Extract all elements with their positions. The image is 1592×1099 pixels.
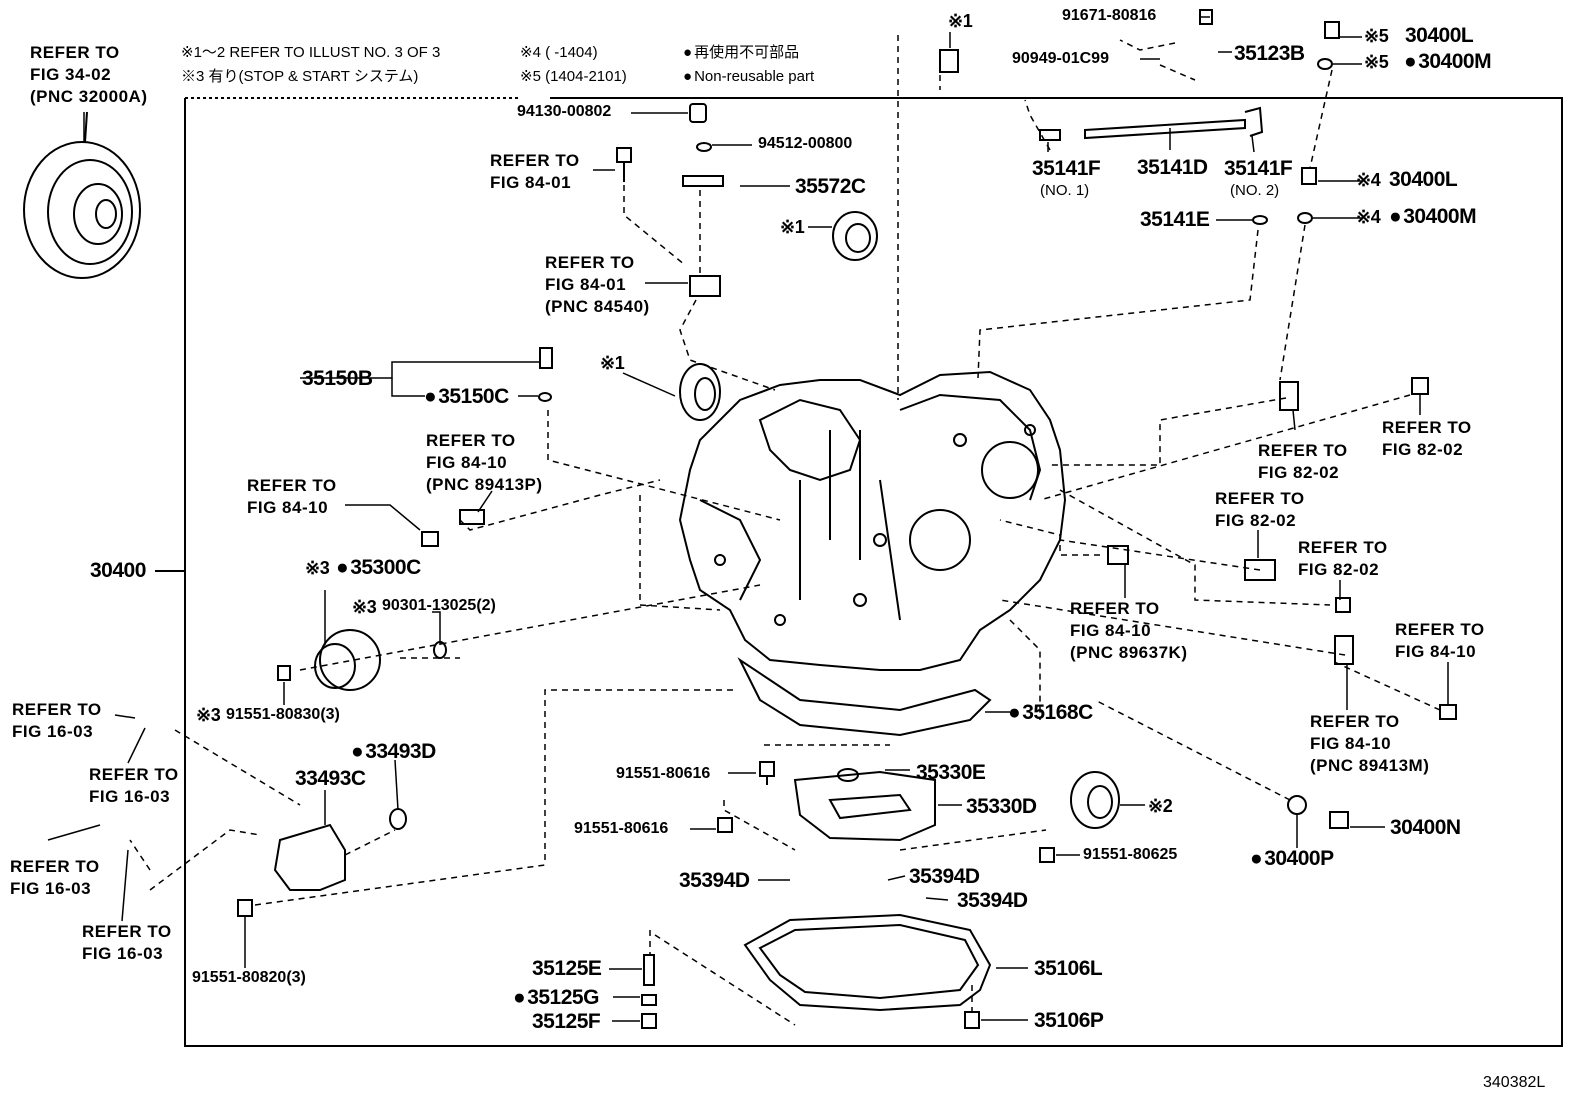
mark-k4b: ※4 (1356, 207, 1381, 227)
part-30400p[interactable]: 30400P (1250, 848, 1334, 869)
part-94512-00800[interactable]: 94512-00800 (758, 135, 853, 152)
part-91551-80830[interactable]: 91551-80830(3) (226, 706, 340, 723)
ref-fig84-10-e[interactable]: REFER TO FIG 84-10 (PNC 89413M) (1310, 712, 1430, 775)
part-35330d[interactable]: 35330D (966, 795, 1037, 818)
legend-jp: 再使用不可部品 (683, 45, 799, 60)
assembly-frame (184, 97, 1563, 1047)
part-91671-80816[interactable]: 91671-80816 (1062, 7, 1157, 24)
seal-drawing-2 (679, 363, 721, 421)
legend-en: Non-reusable part (683, 69, 814, 84)
ref-fig82-02-b[interactable]: REFER TO FIG 82-02 (1258, 441, 1348, 482)
part-35141f-no2[interactable]: 35141F (1224, 157, 1293, 180)
torque-converter-drawing (23, 111, 141, 279)
ref-fig84-10-a[interactable]: REFER TO FIG 84-10 (PNC 89413P) (426, 431, 543, 494)
part-90949-01c99[interactable]: 90949-01C99 (1012, 50, 1109, 67)
mark-k5a: ※5 (1364, 26, 1389, 46)
part-35150c[interactable]: 35150C (424, 386, 509, 407)
part-30400[interactable]: 30400 (90, 559, 146, 582)
part-35125g[interactable]: 35125G (513, 987, 599, 1008)
part-35394d-b[interactable]: 35394D (909, 865, 980, 888)
part-35300c[interactable]: 35300C (336, 557, 421, 578)
part-35141e[interactable]: 35141E (1140, 208, 1210, 231)
note-4: ※4 ( -1404) (520, 44, 598, 61)
diagram-id: 340382L (1483, 1074, 1546, 1091)
mark-k3c: ※3 (196, 705, 221, 725)
part-30400m-4[interactable]: 30400M (1389, 206, 1476, 227)
mark-k1-seal2: ※1 (600, 353, 625, 373)
part-35106l[interactable]: 35106L (1034, 957, 1103, 980)
oil-pan-drawing (743, 913, 992, 1012)
ref-fig84-10-d[interactable]: REFER TO FIG 84-10 (1395, 620, 1485, 661)
ref-fig82-02-c[interactable]: REFER TO FIG 82-02 (1215, 489, 1305, 530)
part-35394d-c[interactable]: 35394D (957, 889, 1028, 912)
ref-fig84-01-b[interactable]: REFER TO FIG 84-01 (PNC 84540) (545, 253, 650, 316)
cooler-drawing-33493c (273, 823, 346, 891)
gasket-35168c-drawing (737, 657, 992, 737)
mark-k2: ※2 (1148, 796, 1173, 816)
ref-fig16-03-d[interactable]: REFER TO FIG 16-03 (82, 922, 172, 963)
ref-fig84-10-c[interactable]: REFER TO FIG 84-10 (PNC 89637K) (1070, 599, 1188, 662)
part-30400l-5[interactable]: 30400L (1405, 24, 1474, 47)
note-5: ※5 (1404-2101) (520, 68, 627, 85)
ref-fig84-10-b[interactable]: REFER TO FIG 84-10 (247, 476, 337, 517)
pump-drawing-35300c (319, 629, 381, 691)
part-35125f[interactable]: 35125F (532, 1010, 601, 1033)
part-35123b[interactable]: 35123B (1234, 42, 1305, 65)
ref-fig82-02-d[interactable]: REFER TO FIG 82-02 (1298, 538, 1388, 579)
part-35168c[interactable]: 35168C (1008, 702, 1093, 723)
part-35150b[interactable]: 35150B (302, 367, 373, 390)
part-35141f-no2-sub: (NO. 2) (1230, 182, 1280, 199)
part-90301-13025[interactable]: 90301-13025(2) (382, 597, 496, 614)
part-91551-80820[interactable]: 91551-80820(3) (192, 969, 306, 986)
shift-rod-drawing (1084, 118, 1246, 140)
mark-k4a: ※4 (1356, 170, 1381, 190)
part-35106p[interactable]: 35106P (1034, 1009, 1104, 1032)
part-35141f-no1-sub: (NO. 1) (1040, 182, 1090, 199)
mark-k3b: ※3 (352, 597, 377, 617)
part-35394d-a[interactable]: 35394D (679, 869, 750, 892)
part-30400l-4[interactable]: 30400L (1389, 168, 1458, 191)
part-94130-00802[interactable]: 94130-00802 (517, 103, 612, 120)
mark-k1-seal: ※1 (780, 217, 805, 237)
part-33493d[interactable]: 33493D (351, 741, 436, 762)
ref-fig84-01-a[interactable]: REFER TO FIG 84-01 (490, 151, 580, 192)
seal-drawing-3 (1070, 771, 1120, 829)
part-30400m-5[interactable]: 30400M (1404, 51, 1491, 72)
ref-fig16-03-c[interactable]: REFER TO FIG 16-03 (10, 857, 100, 898)
ref-fig82-02-a[interactable]: REFER TO FIG 82-02 (1382, 418, 1472, 459)
transmission-case-drawing (678, 370, 1067, 737)
note-3: ※3 有り(STOP & START システム) (181, 68, 419, 85)
mark-k5b: ※5 (1364, 52, 1389, 72)
part-91551-80625[interactable]: 91551-80625 (1083, 846, 1178, 863)
mark-k3a: ※3 (305, 558, 330, 578)
part-33493c[interactable]: 33493C (295, 767, 366, 790)
part-35141f-no1[interactable]: 35141F (1032, 157, 1101, 180)
ref-fig16-03-a[interactable]: REFER TO FIG 16-03 (12, 700, 102, 741)
part-91551-80616-a[interactable]: 91551-80616 (616, 765, 711, 782)
part-35125e[interactable]: 35125E (532, 957, 602, 980)
seal-drawing-1 (832, 211, 878, 261)
part-30400n[interactable]: 30400N (1390, 816, 1461, 839)
part-35330e[interactable]: 35330E (916, 761, 986, 784)
note-1-2: ※1〜2 REFER TO ILLUST NO. 3 OF 3 (181, 44, 441, 61)
oil-strainer-drawing (793, 768, 936, 842)
ref-fig34-02[interactable]: REFER TO FIG 34-02 (PNC 32000A) (30, 43, 148, 106)
ref-fig16-03-b[interactable]: REFER TO FIG 16-03 (89, 765, 179, 806)
part-35141d[interactable]: 35141D (1137, 156, 1208, 179)
part-91551-80616-b[interactable]: 91551-80616 (574, 820, 669, 837)
part-35572c[interactable]: 35572C (795, 175, 866, 198)
mark-k1-top: ※1 (948, 11, 973, 31)
